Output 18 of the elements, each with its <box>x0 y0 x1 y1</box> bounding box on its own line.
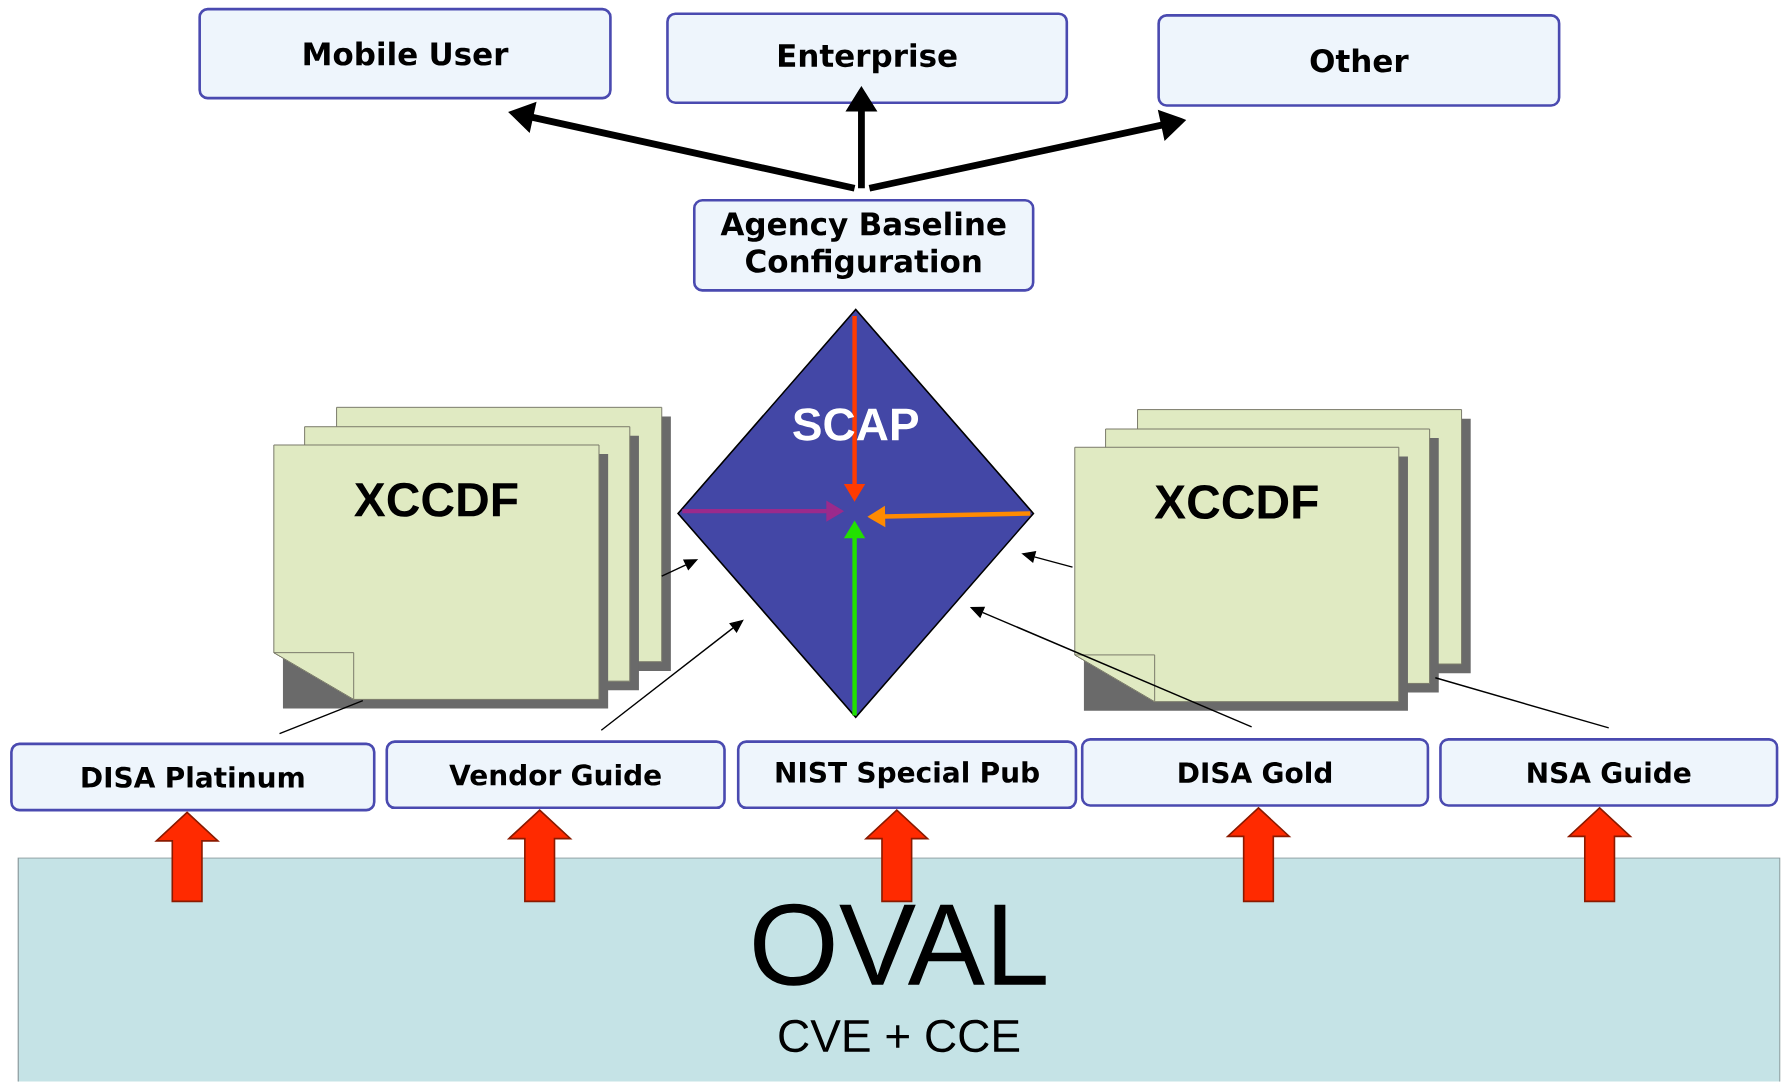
block-arrow <box>506 809 573 903</box>
guide-box: DISA Platinum <box>10 742 376 812</box>
rounded-box: Agency Baseline Configuration <box>693 199 1035 292</box>
block-arrow <box>863 809 930 903</box>
block-arrow <box>154 811 220 903</box>
guide-box: NSA Guide <box>1439 738 1779 807</box>
rounded-box: Mobile User <box>198 8 612 100</box>
guide-box: Vendor Guide <box>385 740 726 810</box>
block-arrow <box>1566 806 1633 903</box>
rounded-box: Enterprise <box>666 12 1069 105</box>
rounded-box: Other <box>1157 14 1561 108</box>
connector-line <box>1434 677 1610 729</box>
guide-box: DISA Gold <box>1080 738 1430 807</box>
document-stack-drawing: XCCDF <box>1074 409 1471 711</box>
guide-box: NIST Special Pub <box>736 740 1078 810</box>
band: OVAL CVE + CCE <box>17 857 1781 1082</box>
document-stack-drawing: XCCDF <box>273 407 671 709</box>
block-arrow <box>1225 806 1292 903</box>
